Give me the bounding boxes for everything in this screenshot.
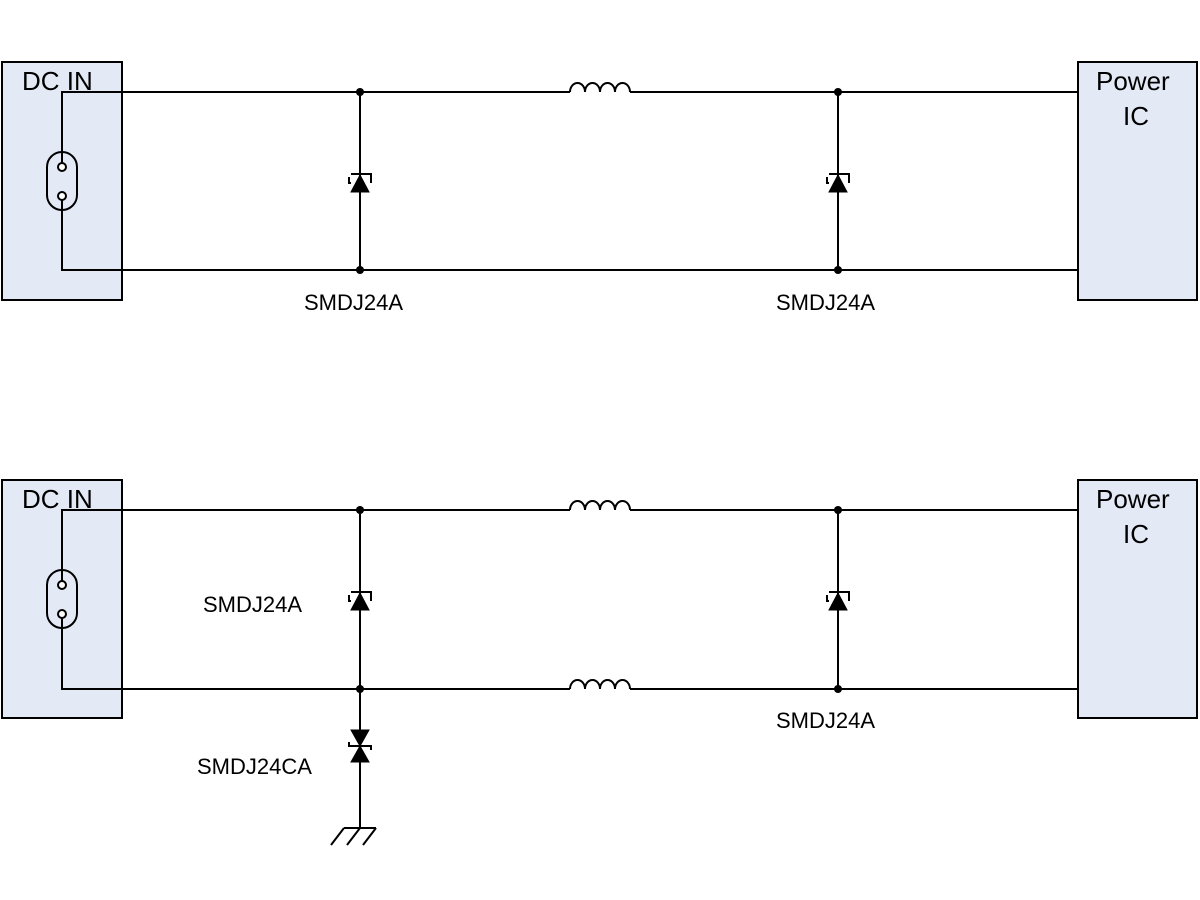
jack-lead-bottom	[61, 618, 360, 690]
tvs-diode-left	[348, 506, 372, 693]
tvs-diode-2	[826, 88, 850, 274]
tvs-diode-1	[348, 88, 372, 274]
inductor-coil	[569, 82, 631, 93]
tvs-label-ground: SMDJ24CA	[197, 754, 312, 779]
ground-symbol-icon	[330, 827, 377, 846]
power-ic-label-line2: IC	[1123, 101, 1149, 131]
power-ic-block	[1077, 479, 1198, 719]
power-ic-label-line2: IC	[1123, 519, 1149, 549]
power-ic-block	[1077, 61, 1198, 301]
tvs-label-1: SMDJ24A	[304, 290, 403, 315]
power-ic-label-line1: Power	[1096, 66, 1170, 96]
jack-lead-bottom	[61, 200, 1078, 271]
inductor-coil-top	[569, 500, 631, 511]
tvs-label-right: SMDJ24A	[776, 708, 875, 733]
tvs-label-left: SMDJ24A	[203, 592, 302, 617]
top-circuit: DC IN SMDJ24A SMDJ24A	[1, 61, 1198, 315]
tvs-diode-right	[826, 506, 850, 693]
tvs-bidirectional-diode	[348, 689, 372, 828]
bottom-circuit: DC IN SMDJ24A	[1, 479, 1198, 846]
inductor-coil-bottom	[569, 679, 631, 690]
jack-lead-top	[61, 509, 360, 581]
tvs-label-2: SMDJ24A	[776, 290, 875, 315]
power-ic-label-line1: Power	[1096, 484, 1170, 514]
jack-lead-top	[61, 91, 360, 163]
